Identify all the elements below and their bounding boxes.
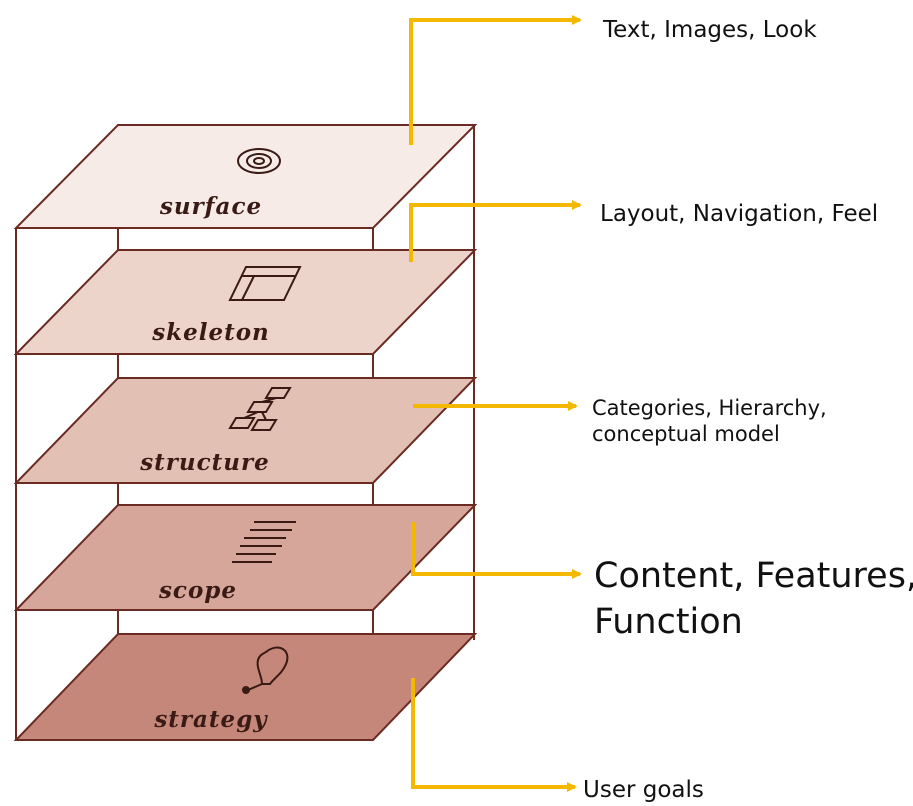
lightbulb-icon (242, 646, 289, 694)
callout-strategy-line-1: User goals (583, 777, 704, 803)
plane-skeleton: skeleton (13, 249, 478, 355)
callout-surface-line-1: Text, Images, Look (603, 17, 817, 43)
plane-scope-shape (13, 504, 478, 611)
layer-label-skeleton: skeleton (151, 319, 270, 346)
callout-structure-line-1: Categories, Hierarchy, (592, 396, 827, 420)
callout-scope-line-1: Content, Features, (594, 556, 913, 596)
callout-strategy: User goals (583, 776, 704, 805)
callout-surface: Text, Images, Look (603, 16, 817, 45)
wireframe-icon (228, 266, 302, 301)
callout-skeleton: Layout, Navigation, Feel (600, 200, 878, 229)
plane-surface-shape (13, 124, 478, 229)
plane-surface: surface (13, 124, 478, 229)
callout-scope: Content, Features, Function (594, 554, 913, 645)
layer-label-structure: structure (139, 449, 270, 476)
plane-skeleton-shape (13, 249, 478, 355)
plane-structure: structure (13, 377, 478, 484)
hierarchy-icon (228, 387, 292, 431)
plane-strategy: strategy (13, 633, 478, 741)
plane-scope: scope (13, 504, 478, 611)
callout-skeleton-line-1: Layout, Navigation, Feel (600, 201, 879, 227)
callout-structure: Categories, Hierarchy, conceptual model (592, 395, 827, 448)
connector-strategy (411, 678, 577, 792)
spiral-icon (237, 148, 281, 174)
layer-label-strategy: strategy (153, 706, 268, 733)
layer-label-surface: surface (159, 193, 262, 220)
connector-scope (411, 522, 582, 579)
callout-connectors (409, 15, 582, 792)
list-icon (232, 521, 296, 563)
plane-structure-shape (13, 377, 478, 484)
callout-scope-line-2: Function (594, 601, 743, 642)
layer-label-scope: scope (158, 577, 237, 604)
connector-surface (409, 15, 582, 145)
callout-structure-line-2: conceptual model (592, 422, 780, 447)
connector-skeleton (409, 200, 582, 262)
